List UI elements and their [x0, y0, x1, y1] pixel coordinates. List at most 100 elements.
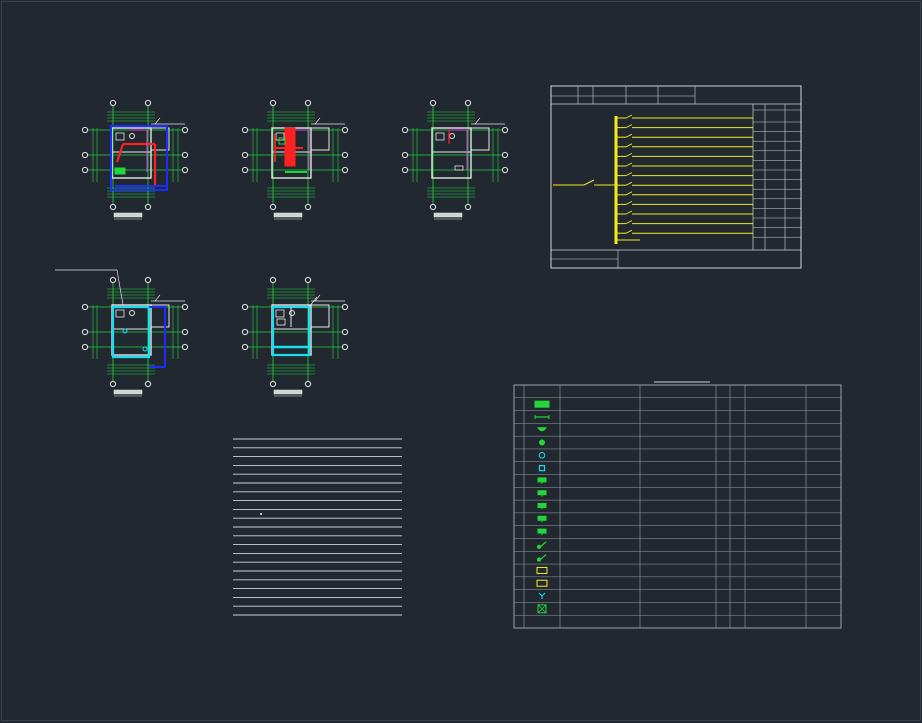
axis-bubble	[304, 276, 312, 284]
legend-symbol-cyan-ring-icon	[538, 452, 546, 459]
fixture-box	[275, 309, 285, 318]
faucet-icon	[538, 592, 543, 597]
axis-bubble	[181, 151, 189, 159]
dot-icon	[539, 439, 545, 446]
cyan-square-icon	[538, 465, 546, 472]
axis-bubble	[109, 99, 117, 107]
axis-bubble	[401, 126, 409, 134]
valve-dot	[536, 544, 542, 549]
sink-icon	[537, 490, 547, 496]
circuit-breaker	[625, 172, 633, 177]
faucet-icon	[541, 592, 546, 597]
fixture-box	[115, 132, 125, 141]
fixture-box	[115, 309, 125, 318]
axis-bubble	[181, 126, 189, 134]
circuit-breaker	[625, 114, 633, 119]
axis-bubble	[341, 303, 349, 311]
axis-bubble	[144, 380, 152, 388]
leader-line	[116, 269, 124, 306]
legend-symbol-valve-icon	[536, 541, 547, 549]
axis-bubble	[401, 166, 409, 174]
design-notes	[233, 438, 402, 616]
plan-title-bar	[113, 212, 143, 218]
axis-bubble	[109, 380, 117, 388]
axis-bubble	[144, 203, 152, 211]
axis-bubble	[401, 151, 409, 159]
legend-symbol-sink-icon	[537, 528, 547, 536]
leader-line	[308, 296, 318, 308]
green-bar-icon	[534, 400, 550, 408]
legend-symbol-sink-icon	[537, 515, 547, 523]
fixture-circle	[289, 310, 295, 316]
axis-bubble	[464, 99, 472, 107]
cyan-fixture	[142, 346, 148, 352]
wall-annex	[310, 304, 330, 328]
circuit-breaker	[625, 133, 633, 138]
axis-bubble	[81, 343, 89, 351]
axis-bubble	[109, 203, 117, 211]
legend-symbol-sink-icon	[537, 490, 547, 497]
valve-dot	[536, 557, 542, 562]
plan-title-bar	[273, 212, 303, 218]
axis-bubble	[181, 166, 189, 174]
sink-icon	[537, 503, 547, 508]
circuit-breaker	[625, 124, 633, 129]
leader-line	[154, 117, 161, 125]
floor-plan-2	[241, 99, 349, 220]
equipment-legend-table	[513, 381, 842, 629]
bowl-icon	[537, 427, 547, 432]
legend-symbol-sink-icon	[537, 503, 547, 510]
plan-title-bar	[273, 389, 303, 395]
circuit-breaker	[625, 191, 633, 196]
cyan-ring-icon	[538, 452, 546, 459]
panel-border	[550, 85, 802, 269]
axis-bubble	[241, 126, 249, 134]
axis-bubble	[181, 328, 189, 336]
axis-bubble	[81, 303, 89, 311]
main-breaker	[583, 179, 595, 186]
sink-icon	[537, 515, 547, 521]
fixture-box	[435, 132, 445, 141]
floor-plan-5	[241, 276, 349, 397]
legend-symbol-green-bar-icon	[534, 400, 550, 408]
pipe-cyan-loop	[111, 305, 151, 359]
note-mark	[259, 512, 263, 516]
axis-bubble	[241, 303, 249, 311]
wall-annex	[310, 127, 330, 151]
wall-annex	[150, 127, 170, 151]
axis-bubble	[341, 328, 349, 336]
leader-line	[474, 117, 481, 125]
cross-line	[537, 604, 547, 614]
axis-bubble	[304, 99, 312, 107]
legend-symbol-faucet-icon	[538, 592, 546, 600]
axis-bubble	[341, 126, 349, 134]
legend-symbol-dim-line-icon	[534, 414, 550, 419]
axis-bubble	[501, 126, 509, 134]
axis-bubble	[429, 99, 437, 107]
axis-bubble	[81, 126, 89, 134]
pipe-blue-loop	[110, 125, 168, 191]
wall-annex	[470, 127, 490, 151]
distribution-panel-diagram	[550, 85, 802, 269]
axis-bubble	[269, 99, 277, 107]
circuit-breaker	[625, 143, 633, 148]
leader-line	[314, 117, 321, 125]
plan-title-bar	[433, 212, 463, 218]
axis-bubble	[109, 276, 117, 284]
circuit-breaker	[625, 210, 633, 215]
axis-bubble	[241, 343, 249, 351]
axis-bubble	[269, 276, 277, 284]
axis-bubble	[241, 151, 249, 159]
circuit-breaker	[625, 152, 633, 157]
leader-line	[314, 294, 321, 302]
sink-icon	[537, 477, 547, 483]
sink-icon	[537, 528, 547, 534]
leader-line	[154, 294, 161, 302]
axis-bubble	[341, 343, 349, 351]
axis-bubble	[341, 166, 349, 174]
legend-symbol-cyan-square-icon	[538, 465, 546, 472]
axis-bubble	[464, 203, 472, 211]
floor-plan-1	[81, 99, 189, 220]
floor-plans	[55, 99, 509, 397]
